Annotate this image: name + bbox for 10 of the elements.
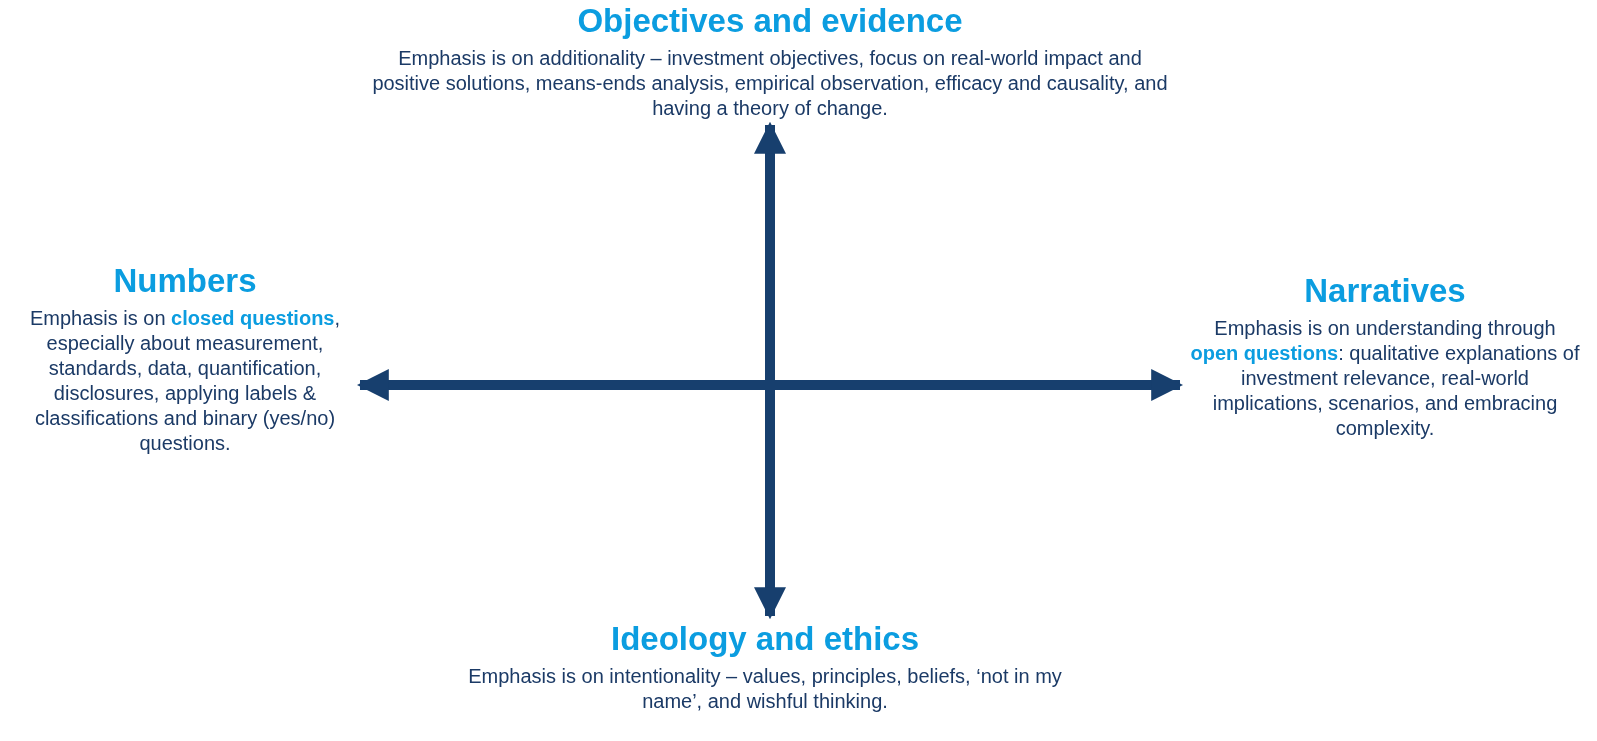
double-arrow — [356, 369, 1184, 401]
description: Emphasis is on intentionality – values, principles, beliefs, ‘not in my name’, and wishful thinking. — [467, 664, 1063, 714]
double-arrow — [754, 121, 786, 620]
heading: Ideology and ethics — [609, 620, 921, 658]
description: Emphasis is on additionality – investment objectives, focus on real-world impact and positive solutions, means-ends analysis, empirical observation, efficacy and causality, and having a theory of change. — [371, 46, 1169, 121]
description: Emphasis is on understanding through open questions: qualitative explanations of investment relevance, real-world implications, scenarios, and embracing complexity. — [1190, 316, 1580, 441]
heading: Objectives and evidence — [576, 2, 964, 40]
heading: Narratives — [1303, 272, 1467, 310]
heading: Numbers — [112, 262, 258, 300]
description: Emphasis is on closed questions, especially about measurement, standards, data, quantification, disclosures, applying labels & classifications and binary (yes/no) questions. — [28, 306, 342, 456]
